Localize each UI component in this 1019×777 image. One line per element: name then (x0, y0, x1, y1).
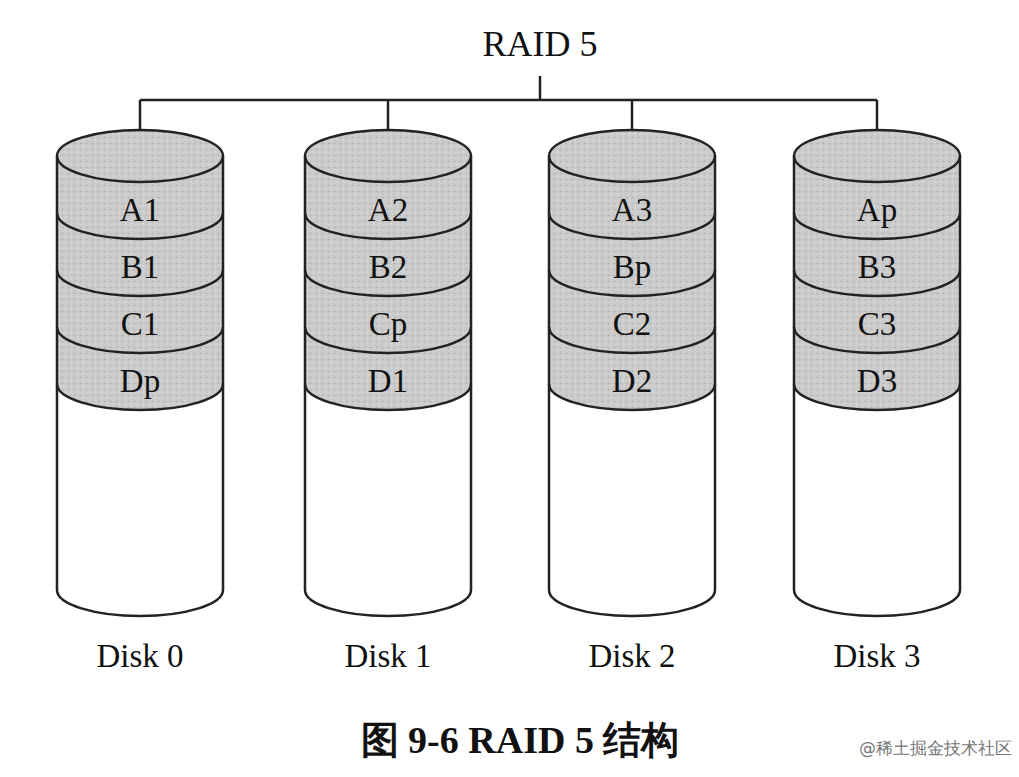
block-label: A1 (120, 192, 160, 229)
diagram-title: RAID 5 (483, 23, 598, 65)
disk-cylinder (549, 130, 715, 616)
disk: Disk 0A1B1C1Dp (55, 130, 225, 690)
disk-label: Disk 0 (35, 638, 245, 675)
stripe-block: C1 (67, 296, 213, 353)
stripe-block: Bp (559, 239, 705, 296)
watermark: @稀土掘金技术社区 (859, 737, 1012, 760)
disk: Disk 2A3BpC2D2 (547, 130, 717, 690)
disk-label: Disk 3 (772, 638, 982, 675)
disk: Disk 3ApB3C3D3 (792, 130, 962, 690)
bus-lines (140, 76, 877, 142)
stripe-block: Ap (804, 182, 950, 239)
block-label: B1 (121, 249, 160, 286)
block-label: Dp (120, 363, 160, 400)
stripe-block: D3 (804, 353, 950, 410)
disk-cylinder (305, 130, 471, 616)
block-label: A3 (612, 192, 652, 229)
block-label: C3 (858, 306, 897, 343)
figure-caption: 图 9-6 RAID 5 结构 (361, 715, 680, 766)
stripe-block: B1 (67, 239, 213, 296)
stripe-block: A3 (559, 182, 705, 239)
disk-label: Disk 2 (527, 638, 737, 675)
block-label: Bp (613, 249, 652, 286)
block-label: Ap (857, 192, 897, 229)
block-label: B3 (858, 249, 897, 286)
stripe-block: C3 (804, 296, 950, 353)
stripe-block: B3 (804, 239, 950, 296)
block-label: C2 (613, 306, 652, 343)
stripe-block: Cp (315, 296, 461, 353)
block-label: A2 (368, 192, 408, 229)
stripe-block: B2 (315, 239, 461, 296)
stripe-block: D1 (315, 353, 461, 410)
block-label: D1 (368, 363, 408, 400)
block-label: B2 (369, 249, 408, 286)
block-label: Cp (369, 306, 408, 343)
disk-cylinder (57, 130, 223, 616)
stripe-block: Dp (67, 353, 213, 410)
disk: Disk 1A2B2CpD1 (303, 130, 473, 690)
block-label: D3 (857, 363, 897, 400)
block-label: C1 (121, 306, 160, 343)
stripe-block: D2 (559, 353, 705, 410)
stripe-block: A1 (67, 182, 213, 239)
disk-label: Disk 1 (283, 638, 493, 675)
disk-cylinder (794, 130, 960, 616)
stripe-block: C2 (559, 296, 705, 353)
block-label: D2 (612, 363, 652, 400)
stripe-block: A2 (315, 182, 461, 239)
